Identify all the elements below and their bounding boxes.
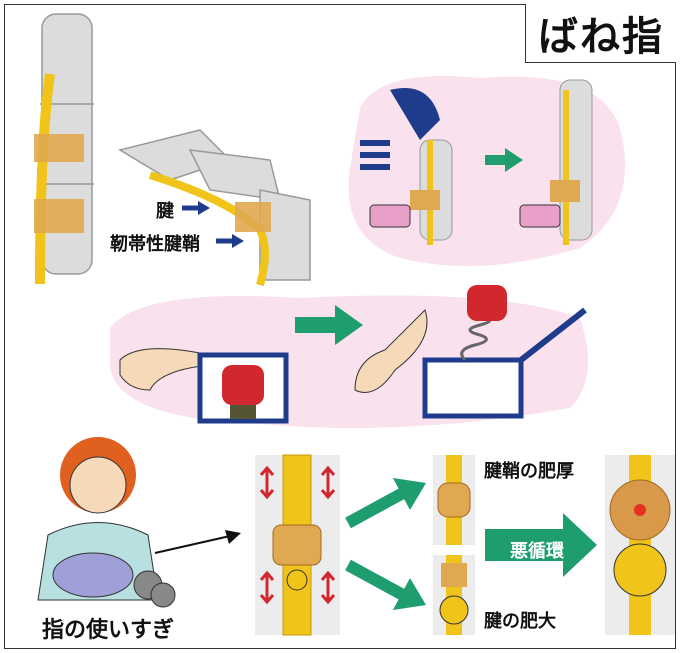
arrow-to-diagram [154, 530, 241, 554]
finger-trigger-before [360, 88, 453, 245]
finger-trigger-after [519, 79, 593, 245]
green-arrow-middle [295, 305, 363, 345]
green-arrow-up [345, 478, 426, 529]
title-box: ばね指 [525, 4, 676, 63]
label-overuse: 指の使いすぎ [42, 618, 175, 643]
spring-box-closed [197, 352, 289, 424]
vicious-cycle-arrow [485, 513, 597, 577]
tendon-sheath-thickened [433, 455, 475, 545]
arrow-sheath [216, 234, 244, 248]
green-arrow-top [485, 148, 523, 172]
label-tendon: 腱 [156, 201, 174, 222]
tendon-sheath-normal [255, 454, 340, 636]
spring-box-open [422, 285, 587, 419]
label-sheath-thickening: 腱鞘の肥厚 [484, 461, 574, 482]
label-tendon-enlargement: 腱の肥大 [484, 611, 556, 632]
hand-pointing-left [119, 348, 211, 391]
finger-anatomy-bent [118, 129, 311, 287]
tendon-enlarged [433, 555, 475, 635]
tendon-sheath-cycle [605, 455, 675, 635]
label-vicious-cycle: 悪循環 [510, 541, 564, 562]
woman-knitting [37, 437, 176, 608]
hand-pointing-right [354, 309, 428, 393]
arrow-tendon [182, 201, 210, 215]
finger-anatomy-straight [34, 13, 94, 285]
page-title: ばね指 [538, 14, 664, 60]
label-sheath: 靭帯性腱鞘 [110, 234, 200, 255]
green-arrow-down [345, 559, 426, 610]
